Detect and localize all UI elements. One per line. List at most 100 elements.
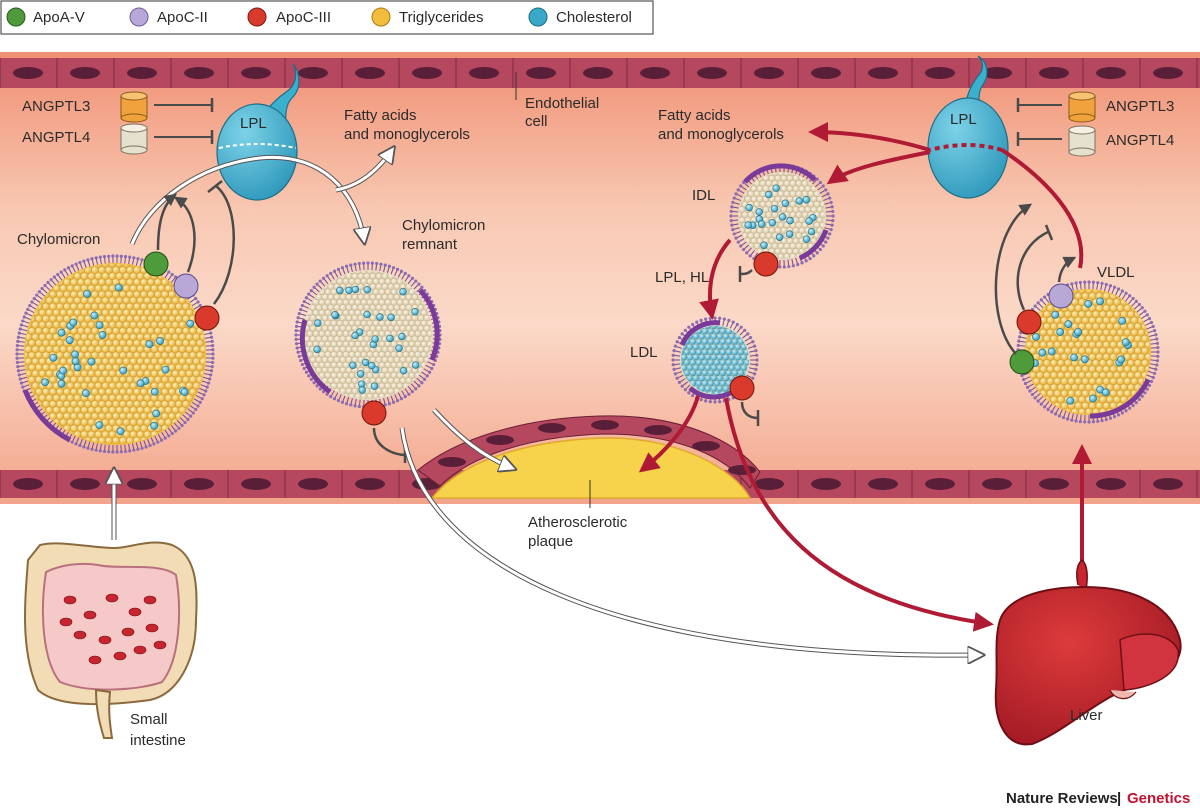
lpl-left-label: LPL: [240, 115, 267, 132]
nucleus: [583, 67, 613, 79]
chylomicron-apoc3-icon: [194, 305, 220, 331]
lpl-left: LPL: [216, 63, 300, 201]
angptl3-right-cylinder-icon: [1068, 91, 1096, 123]
chylomicron-dot: [113, 651, 127, 661]
nucleus: [355, 478, 385, 490]
chylomicron-dot: [121, 627, 135, 637]
chylomicron-dot: [145, 623, 159, 633]
footer-section: Genetics: [1127, 790, 1190, 807]
nucleus: [925, 67, 955, 79]
chylomicron-particle: [15, 254, 215, 454]
idl-cholesterol: [744, 184, 817, 249]
vldl-apoc2-activates-lpl: [1057, 256, 1077, 283]
idl-label: IDL: [692, 187, 715, 204]
nucleus: [754, 67, 784, 79]
legend-label-triglycerides: Triglycerides: [399, 9, 483, 26]
apoc2-swatch-icon: [129, 7, 149, 27]
remnant-apoc3-inhibit: [372, 427, 406, 457]
ldl-to-plaque-arrow: [638, 395, 700, 473]
angptl4-right-cylinder-icon: [1068, 125, 1096, 157]
vldl-apoc3-icon: [1016, 309, 1042, 335]
nucleus: [127, 67, 157, 79]
cholesterol-swatch-icon: [528, 7, 548, 27]
apoc3-swatch-icon: [247, 7, 267, 27]
nucleus: [538, 423, 566, 433]
chylomicron-remnant-particle: [294, 261, 442, 409]
plaque-label-1: Atherosclerotic: [528, 514, 628, 531]
legend-item-apoa5: ApoA-V: [6, 7, 85, 27]
nucleus: [697, 67, 727, 79]
ldl-apoc3-icon: [729, 375, 755, 401]
nucleus: [1153, 67, 1183, 79]
small-intestine-label-1: Small: [130, 711, 168, 728]
lpl-left-enzyme: [216, 103, 298, 201]
chylomicron-apob-band: [22, 389, 72, 443]
nucleus: [70, 67, 100, 79]
liver-right-lobe: [1119, 633, 1179, 691]
vldl-label: VLDL: [1097, 264, 1135, 281]
apoa5-swatch-icon: [6, 7, 26, 27]
angptl3-right-label: ANGPTL3: [1106, 98, 1174, 115]
footer-journal: Nature Reviews: [1006, 790, 1118, 807]
remnant-label-2: remnant: [402, 236, 458, 253]
fatty-acids-left-arrow: [335, 150, 392, 192]
idl-apoc3-icon: [753, 251, 779, 277]
intestine-chylomicrons: [59, 593, 167, 665]
nucleus: [1039, 478, 1069, 490]
nucleus: [13, 67, 43, 79]
small-intestine-loops: [42, 562, 180, 691]
fatty-acids-right-label-1: Fatty acids: [658, 107, 731, 124]
labels: Fatty acids and monoglycerols Endothelia…: [17, 95, 1135, 550]
fatty-acids-right-label-2: and monoglycerols: [658, 126, 784, 143]
angptl3-left-label: ANGPTL3: [22, 98, 90, 115]
lpl-left-dashed-line: [218, 143, 297, 149]
nucleus: [70, 478, 100, 490]
nucleus: [241, 67, 271, 79]
footer-credit: Nature Reviews | Genetics: [1006, 790, 1190, 807]
angptl4-left-cylinder-icon: [120, 123, 148, 155]
lpl-hl-label: LPL, HL: [655, 269, 709, 286]
nucleus: [982, 478, 1012, 490]
legend-item-triglycerides: Triglycerides: [371, 7, 483, 27]
vldl-apoc2-icon: [1048, 283, 1074, 309]
legend-label-cholesterol: Cholesterol: [556, 9, 632, 26]
nucleus: [591, 420, 619, 430]
angptl4-right-label: ANGPTL4: [1106, 132, 1174, 149]
nucleus: [644, 425, 672, 435]
arrows: [114, 122, 1092, 655]
chylomicron-dot: [133, 645, 147, 655]
chylomicron-to-remnant-arrow: [130, 155, 364, 244]
remnant-label-1: Chylomicron: [402, 217, 485, 234]
plaque-lipid-core: [430, 437, 752, 499]
nucleus: [1039, 67, 1069, 79]
liver-label: Liver: [1070, 707, 1103, 724]
ldl-to-liver-arrow: [724, 397, 994, 632]
nucleus: [728, 465, 756, 475]
chylomicron-dot: [143, 595, 157, 605]
nucleus: [241, 478, 271, 490]
endothelial-cells-bottom: [0, 470, 1198, 498]
chylomicron-dot: [63, 595, 77, 605]
chylomicron-apoa5-icon: [143, 251, 169, 277]
liver-vessel: [1076, 559, 1088, 591]
nucleus: [868, 67, 898, 79]
chylomicron-dot: [128, 607, 142, 617]
remnant-to-plaque-arrow: [432, 408, 512, 468]
apoa5-activates-lpl-arrow: [156, 193, 177, 251]
idl-to-ldl-arrow: [699, 238, 732, 320]
chylomicron-dot: [73, 630, 87, 640]
nucleus: [469, 67, 499, 79]
legend-item-cholesterol: Cholesterol: [528, 7, 632, 27]
fatty-acids-right-arrow: [808, 122, 931, 152]
nucleus: [184, 478, 214, 490]
legend-label-apoc2: ApoC-II: [157, 9, 208, 26]
nucleus: [298, 478, 328, 490]
angptl-left: ANGPTL3 ANGPTL4: [22, 91, 214, 155]
apoc2-activates-lpl-arrow: [173, 196, 196, 273]
chylomicron-label: Chylomicron: [17, 231, 100, 248]
plaque-endothelial-cap: [417, 415, 761, 489]
legend-item-apoc2: ApoC-II: [129, 7, 208, 27]
vldl-apoc3-inhibits-lpl: [1016, 230, 1049, 311]
nucleus: [692, 441, 720, 451]
